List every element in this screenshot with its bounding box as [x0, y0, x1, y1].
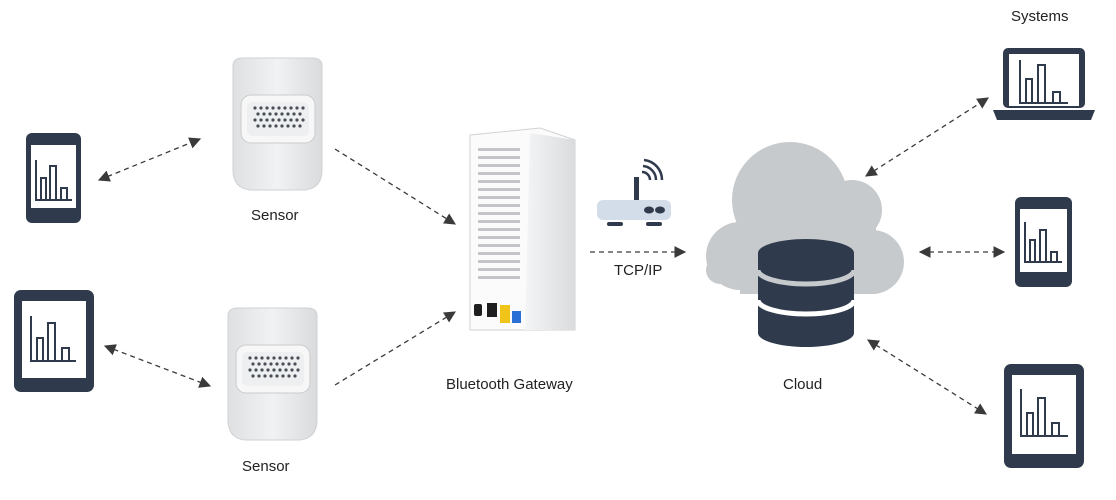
bluetooth-gateway-device	[469, 127, 576, 331]
bar-chart-icon	[30, 316, 76, 362]
right-phone-device	[1015, 197, 1072, 287]
usb-port	[487, 303, 497, 317]
right-laptop-device	[993, 48, 1095, 120]
left-tablet-device	[14, 290, 94, 392]
sensor-bottom-label: Sensor	[242, 458, 290, 475]
sensor-top-device	[232, 57, 323, 191]
protocol-label: TCP/IP	[614, 262, 663, 279]
database-icon	[755, 239, 857, 347]
sensor-bottom-device	[227, 307, 318, 441]
cloud-label: Cloud	[783, 376, 823, 393]
power-port	[474, 304, 482, 316]
connector-sensor-bottom-gateway	[334, 311, 456, 386]
connector-sensor-top-gateway	[334, 148, 456, 225]
left-phone-device	[26, 133, 81, 223]
connector-phone-sensor-top	[97, 137, 202, 182]
right-tablet-device	[1004, 364, 1084, 468]
ethernet-port-blue	[512, 311, 521, 323]
bar-chart-icon	[1024, 222, 1062, 263]
bar-chart-icon	[1020, 389, 1068, 437]
bar-chart-icon	[35, 160, 72, 201]
sensor-top-label: Sensor	[251, 207, 299, 224]
wifi-router-icon	[597, 158, 671, 226]
connector-cloud-laptop	[865, 97, 989, 177]
gateway-label: Bluetooth Gateway	[446, 376, 573, 393]
bar-chart-icon	[1019, 60, 1068, 104]
gateway-vent-slots	[478, 148, 520, 279]
systems-label: Systems	[1011, 8, 1069, 25]
ethernet-port-yellow	[500, 305, 510, 323]
connector-cloud-tablet	[867, 339, 987, 415]
sensor-vent-grille	[253, 106, 305, 128]
connector-tablet-sensor-bottom	[103, 344, 212, 388]
sensor-vent-grille	[248, 356, 300, 378]
